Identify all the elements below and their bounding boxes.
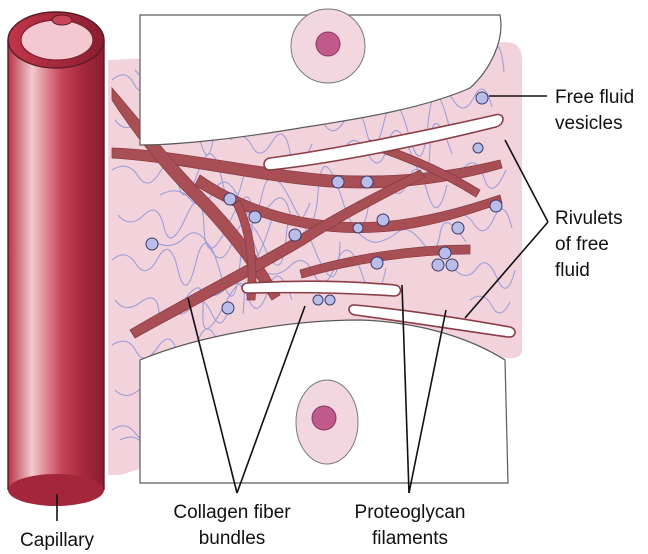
label-rivulets-2: of free — [555, 234, 609, 255]
label-rivulets-1: Rivulets — [555, 208, 623, 229]
label-collagen-2: bundles — [199, 528, 266, 549]
fluid-rivulets — [241, 113, 516, 338]
label-collagen-1: Collagen fiber — [173, 502, 291, 523]
label-proteoglycan-2: filaments — [372, 528, 448, 549]
upper-cell-nucleus — [315, 31, 341, 57]
label-free-fluid-vesicles-1: Free fluid — [555, 87, 634, 108]
label-proteoglycan-1: Proteoglycan — [355, 502, 466, 523]
free-fluid-vesicles — [145, 91, 503, 315]
leader-lines — [56, 95, 549, 521]
label-free-fluid-vesicles-2: vesicles — [555, 113, 623, 134]
label-capillary: Capillary — [20, 530, 94, 551]
label-rivulets-3: fluid — [555, 260, 590, 281]
capillary-tube — [7, 11, 105, 506]
lower-cell-nucleus — [311, 405, 337, 431]
